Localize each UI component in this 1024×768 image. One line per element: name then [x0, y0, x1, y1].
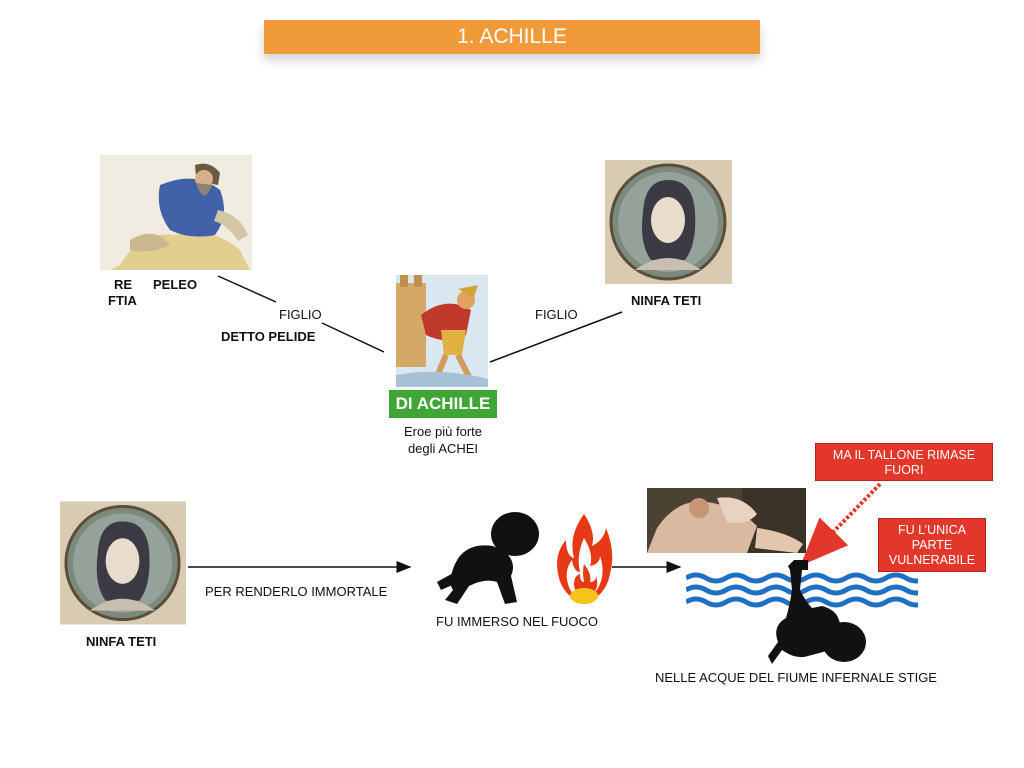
teti-top-label: NINFA TETI: [631, 293, 702, 308]
figlio-right-label: FIGLIO: [535, 307, 578, 322]
vulnerabile-callout: FU L’UNICA PARTE VULNERABILE: [878, 518, 986, 572]
stige-label: NELLE ACQUE DEL FIUME INFERNALE STIGE: [655, 670, 937, 685]
teti-bottom-label: NINFA TETI: [86, 634, 157, 649]
peleo-name-label: PELEO: [153, 277, 198, 292]
teti-top-image: [605, 160, 732, 284]
vuln-line3: VULNERABILE: [888, 553, 976, 567]
arrow-tallone: [800, 482, 882, 566]
tallone-line2: FUORI: [884, 463, 924, 477]
peleo-image: [100, 155, 252, 270]
line-teti-achille: [489, 311, 623, 363]
achille-name-box: DI ACHILLE: [389, 390, 497, 418]
page-title: 1. ACHILLE: [264, 20, 760, 54]
fire-icon: [554, 512, 614, 608]
achille-dipped-silhouette-icon: [768, 546, 868, 666]
vuln-line1: FU L’UNICA: [897, 523, 967, 537]
baby-crawling-icon: [435, 512, 550, 607]
line-peleo-figlio: [217, 275, 277, 303]
fuoco-label: FU IMMERSO NEL FUOCO: [436, 614, 599, 629]
vuln-line2: PARTE: [911, 538, 953, 552]
achille-desc-line1: Eroe più forte: [403, 424, 483, 439]
achille-image: [396, 275, 488, 387]
peleo-re-label: RE: [114, 277, 133, 292]
tallone-callout: MA IL TALLONE RIMASE FUORI: [815, 443, 993, 481]
figlio-left-label: FIGLIO: [279, 307, 322, 322]
achille-desc-line2: degli ACHEI: [407, 441, 479, 456]
per-renderlo-label: PER RENDERLO IMMORTALE: [205, 584, 388, 599]
tallone-line1: MA IL TALLONE RIMASE: [832, 448, 976, 462]
detto-pelide-label: DETTO PELIDE: [221, 329, 316, 344]
thetis-painting-image: [647, 488, 806, 553]
teti-bottom-image: [60, 501, 186, 625]
line-pelide-achille: [321, 322, 385, 353]
peleo-ftia-label: FTIA: [108, 293, 137, 308]
